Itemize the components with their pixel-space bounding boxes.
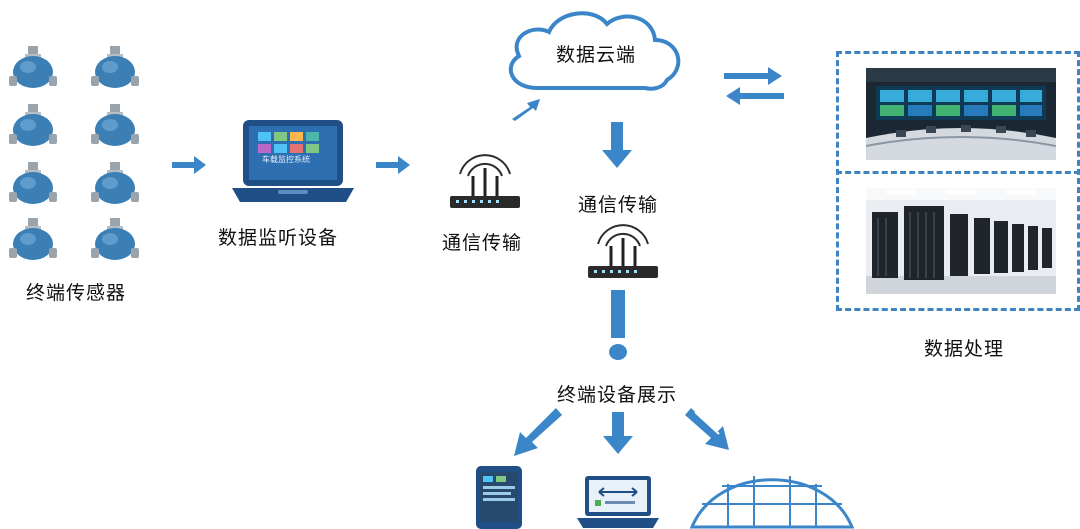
arrow-down-left-icon: [514, 408, 562, 456]
sensor-icon: [91, 104, 139, 146]
monitor-device-label: 数据监听设备: [218, 227, 339, 249]
cloud-label: 数据云端: [556, 44, 637, 66]
wifi-router-icon: [450, 154, 520, 208]
vertical-connector: [609, 290, 627, 360]
panel-divider: [836, 171, 1080, 174]
sensor-icon: [9, 162, 57, 204]
sensor-icon: [91, 46, 139, 88]
laptop-screen-title: 车载监控系统: [262, 155, 310, 164]
cloud-icon: [508, 11, 681, 91]
sensor-icon: [9, 46, 57, 88]
sensor-grid: [9, 46, 139, 260]
server-room-image: [866, 188, 1056, 294]
terminal-sensors-label: 终端传感器: [26, 282, 127, 304]
control-room-image: [866, 68, 1056, 160]
bidirectional-arrows-icon: [724, 67, 784, 105]
data-processing-label: 数据处理: [924, 338, 1005, 360]
laptop-icon: [577, 476, 659, 528]
tablet-icon: [476, 466, 522, 529]
terminal-display-label: 终端设备展示: [557, 384, 678, 406]
sensor-icon: [91, 218, 139, 260]
dome-screen-icon: [689, 476, 855, 529]
sensor-icon: [9, 104, 57, 146]
sensor-icon: [91, 162, 139, 204]
comm-right-label: 通信传输: [578, 194, 659, 216]
data-processing-panel: [836, 51, 1080, 311]
arrow-down-right-icon: [685, 408, 729, 450]
sensor-icon: [9, 218, 57, 260]
arrow-down-icon: [603, 412, 633, 454]
comm-left-label: 通信传输: [442, 232, 523, 254]
arrow-right-icon: [376, 156, 410, 174]
arrow-right-icon: [172, 156, 206, 174]
arrow-up-right-icon: [512, 99, 540, 121]
arrow-down-icon: [602, 122, 632, 168]
laptop-icon: [232, 120, 354, 202]
wifi-router-icon: [588, 224, 658, 278]
